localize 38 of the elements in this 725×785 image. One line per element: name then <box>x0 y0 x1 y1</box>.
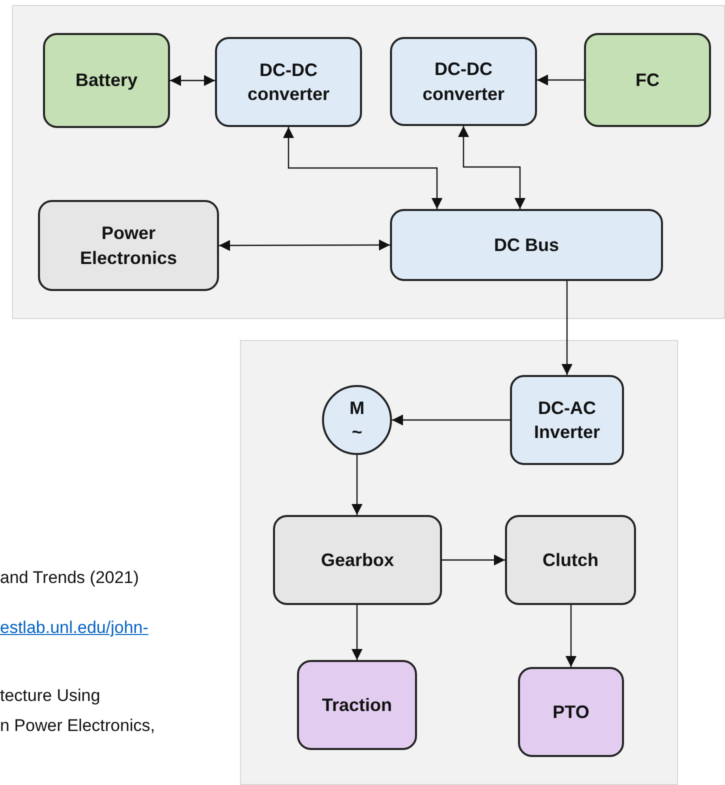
process-box <box>518 667 624 757</box>
text-fragment: n Power Electronics, <box>0 716 155 736</box>
process-box <box>215 37 362 127</box>
arrow <box>219 240 390 251</box>
process-box <box>505 515 636 605</box>
node-label: M ~ <box>348 396 366 444</box>
node-label: Battery <box>75 69 138 92</box>
arrow <box>562 281 572 375</box>
process-box <box>584 33 711 127</box>
node-label: Clutch <box>542 548 598 572</box>
process-box <box>297 660 417 750</box>
node-label: DC-AC Inverter <box>532 396 602 444</box>
arrow <box>283 127 442 209</box>
process-box <box>390 209 663 281</box>
process-box <box>390 37 537 126</box>
arrow <box>442 554 505 566</box>
arrow <box>352 605 362 660</box>
arrow <box>458 126 526 209</box>
process-box <box>510 375 624 465</box>
arrow <box>352 455 362 515</box>
node-label: Traction <box>322 694 392 717</box>
text-fragment: and Trends (2021) <box>0 568 139 588</box>
arrow <box>170 75 215 86</box>
process-box <box>273 515 442 605</box>
node-label: Power Electronics <box>78 222 178 270</box>
link: estlab.unl.edu/john- <box>0 618 148 638</box>
node-label: DC Bus <box>494 234 559 257</box>
arrow <box>566 605 576 667</box>
process-box <box>43 33 170 128</box>
node-label: DC-DC converter <box>246 58 331 106</box>
node-label: FC <box>636 68 660 92</box>
arrow <box>537 74 584 86</box>
node-label: PTO <box>552 700 590 724</box>
node-label: Gearbox <box>320 548 394 572</box>
text-fragment: tecture Using <box>0 686 100 706</box>
node-label: DC-DC converter <box>421 58 506 106</box>
arrow <box>392 414 510 426</box>
process-box <box>38 200 219 291</box>
